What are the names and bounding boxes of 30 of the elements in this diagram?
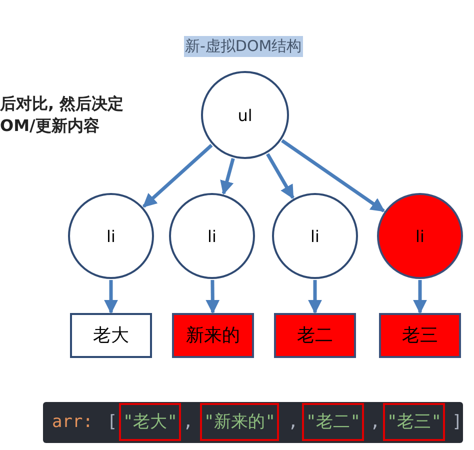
code-string: "老大" [119, 403, 182, 441]
code-string: "老三" [383, 403, 446, 441]
circle-node: ul [201, 71, 289, 159]
code-bracket: [ [107, 411, 118, 434]
circle-node: li [377, 193, 463, 279]
arrow [142, 144, 213, 208]
circle-node: li [169, 193, 255, 279]
circle-node: li [272, 193, 358, 279]
code-bracket: ] [452, 411, 462, 434]
arrow [220, 158, 235, 195]
arrow [308, 280, 322, 314]
text-box: 老二 [274, 312, 356, 358]
arrow [413, 280, 427, 314]
arrow [266, 153, 294, 200]
note-text: OM/更新内容 [0, 116, 100, 137]
code-keyword: arr: [52, 411, 93, 434]
text-box: 老大 [70, 312, 152, 358]
code-string: "新来的" [200, 403, 280, 441]
arrow [281, 139, 385, 212]
arrow [104, 280, 118, 314]
code-string: "老二" [302, 403, 364, 441]
code-comma: , [183, 411, 194, 434]
text-box: 新来的 [172, 312, 254, 358]
code-comma: , [370, 411, 380, 434]
text-box: 老三 [379, 312, 461, 358]
note-text: 后对比, 然后决定 [0, 94, 124, 115]
arrow [206, 280, 220, 314]
title: 新-虚拟DOM结构 [184, 36, 303, 57]
circle-node: li [68, 193, 154, 279]
code-comma: , [288, 411, 298, 434]
